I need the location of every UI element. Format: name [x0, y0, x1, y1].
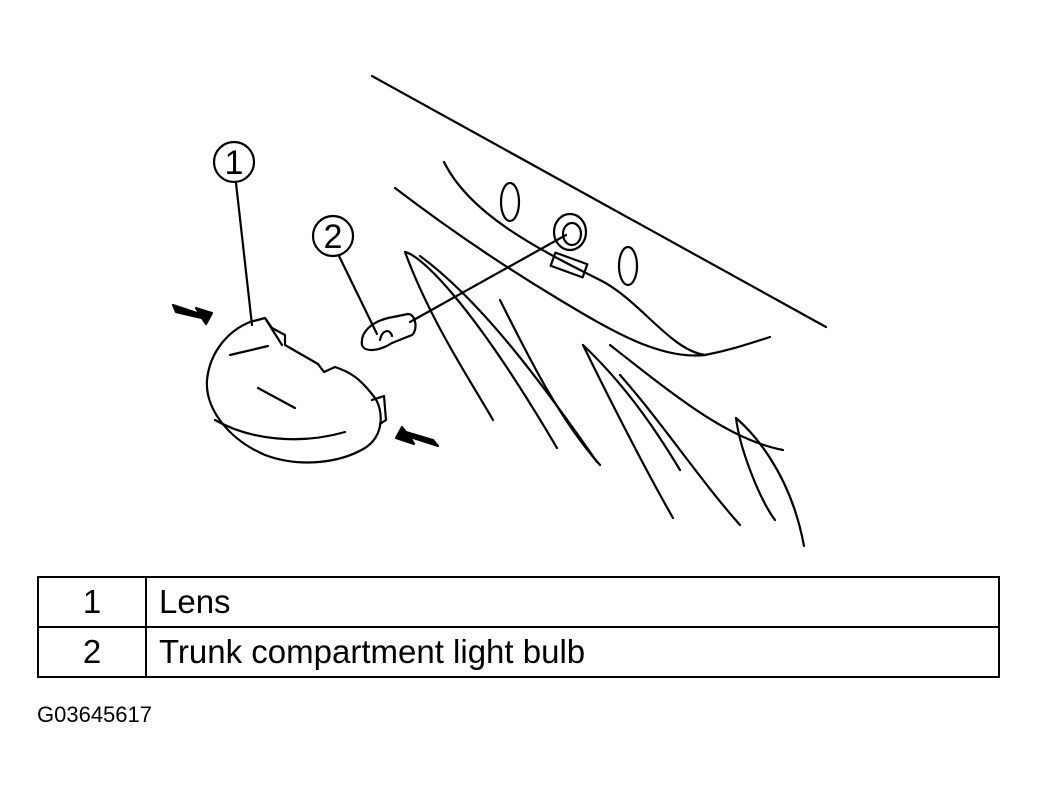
legend-description: Trunk compartment light bulb	[145, 626, 1000, 678]
callout-1-number: 1	[225, 144, 244, 182]
legend-number: 1	[37, 576, 147, 628]
callout-2-number: 2	[324, 218, 343, 256]
legend-number: 2	[37, 626, 147, 678]
callout-1: 1	[212, 140, 256, 327]
panel-slot-left	[499, 181, 521, 223]
callout-2: 2	[311, 214, 379, 336]
legend-row: 1 Lens	[37, 576, 1000, 628]
legend-description: Lens	[145, 576, 1000, 628]
panel-rectangle-mark	[549, 251, 589, 279]
light-bulb-drawing	[360, 312, 417, 352]
bulb-guide-line	[408, 233, 568, 324]
trunk-body-outline	[370, 74, 828, 548]
legend-row: 2 Trunk compartment light bulb	[37, 626, 1000, 678]
lens-drawing	[205, 316, 388, 464]
trunk-light-diagram: 1 2	[171, 74, 828, 548]
arrow-right-icon	[394, 425, 440, 448]
figure-id: G03645617	[37, 702, 152, 727]
arrow-left-icon	[171, 303, 214, 326]
panel-slot-right	[617, 245, 639, 287]
bulb-socket	[552, 212, 588, 252]
legend-table: 1 Lens 2 Trunk compartment light bulb	[37, 576, 1000, 678]
